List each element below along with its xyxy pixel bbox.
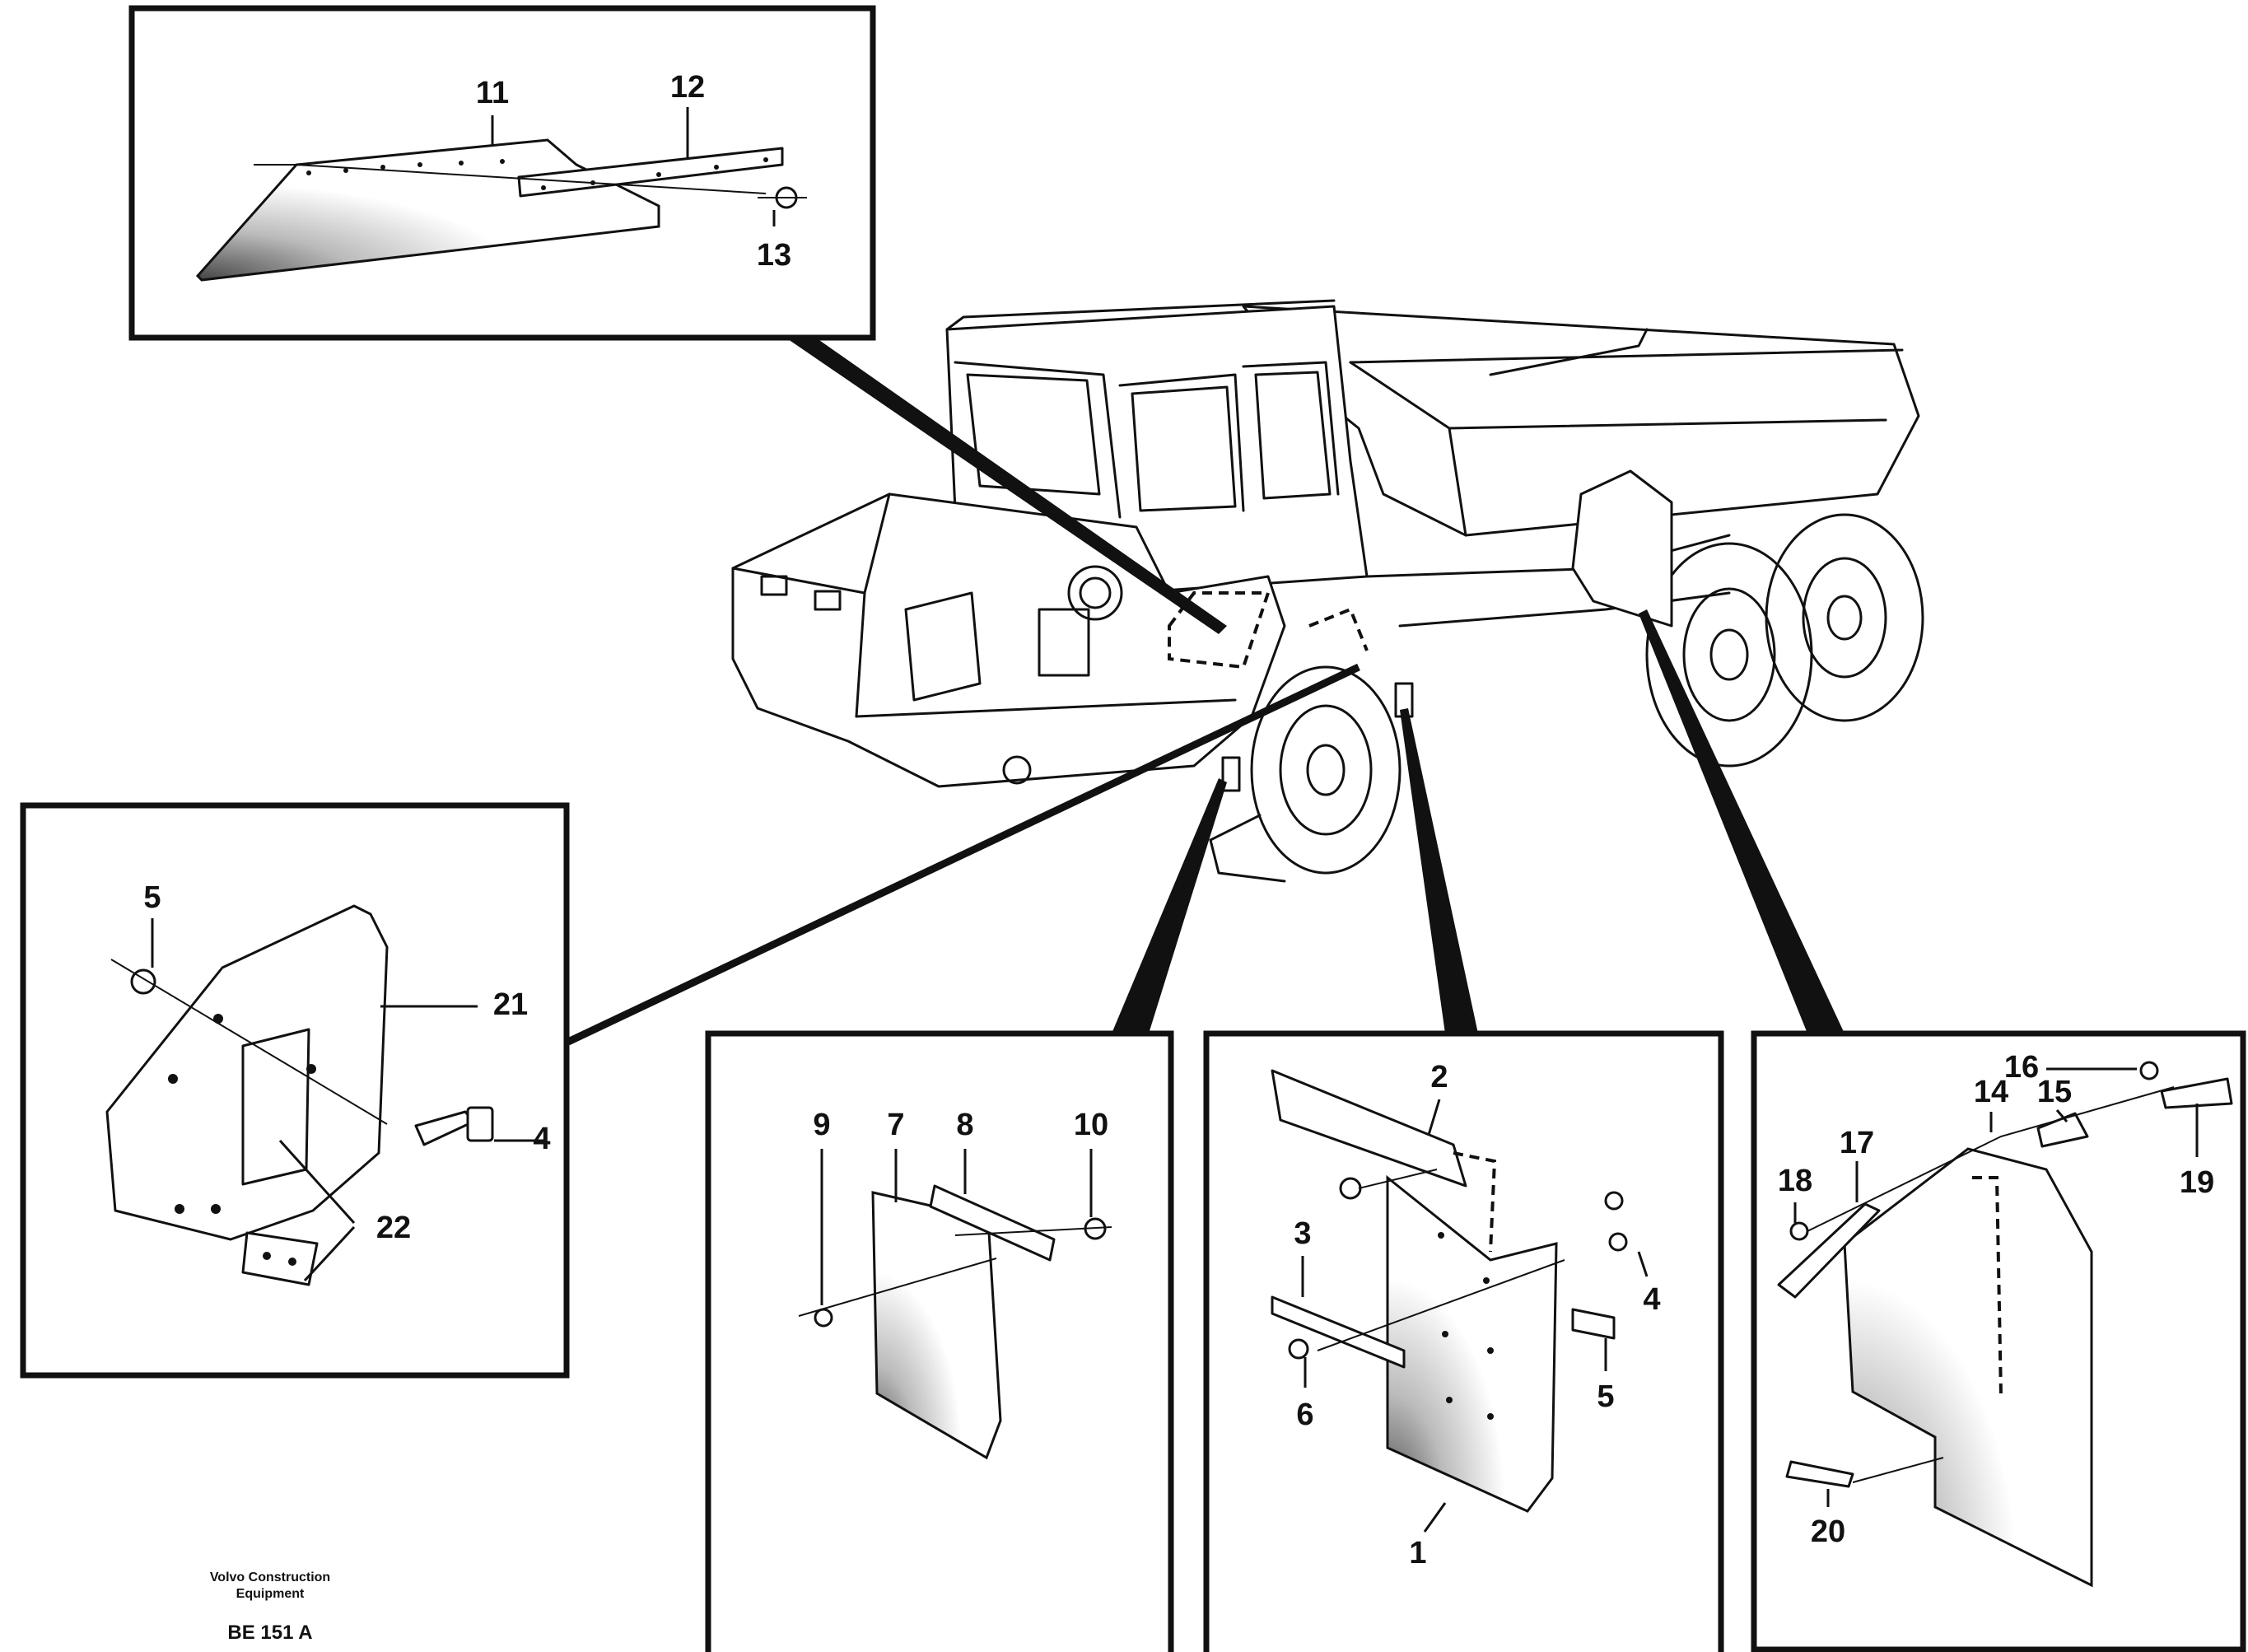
inset-left-front-guard <box>20 802 570 1379</box>
callout-16: 16 <box>2004 1050 2039 1085</box>
callout-7: 7 <box>887 1108 904 1142</box>
callout-14: 14 <box>1974 1075 2008 1109</box>
callout-22: 22 <box>376 1211 411 1245</box>
company-name-line1: Volvo Construction <box>210 1570 330 1584</box>
callout-2: 2 <box>1430 1060 1448 1094</box>
callout-21: 21 <box>493 987 528 1022</box>
callout-3: 3 <box>1294 1216 1311 1251</box>
callout-11: 11 <box>476 76 509 110</box>
callout-18: 18 <box>1778 1164 1812 1198</box>
callout-5-left: 5 <box>143 880 161 915</box>
callout-15: 15 <box>2037 1075 2072 1109</box>
inset-front-mudflap <box>705 1030 1174 1652</box>
callout-20: 20 <box>1811 1514 1845 1549</box>
callout-13: 13 <box>757 238 791 273</box>
callout-4-left: 4 <box>533 1122 550 1156</box>
callout-19: 19 <box>2180 1165 2214 1200</box>
pointer-lines <box>567 317 1845 1046</box>
inset-rear-mudflap <box>1751 1030 2246 1652</box>
callout-12: 12 <box>670 70 705 105</box>
articulated-hauler-illustration <box>731 299 1924 883</box>
callout-17: 17 <box>1840 1126 1874 1160</box>
callout-4-b: 4 <box>1643 1282 1660 1317</box>
callout-5-b: 5 <box>1597 1379 1614 1414</box>
callout-8: 8 <box>956 1108 973 1142</box>
inset-top-splash-guard <box>128 5 876 341</box>
company-name-line2: Equipment <box>236 1587 305 1601</box>
figure-id: BE 151 A <box>227 1622 312 1644</box>
callout-1: 1 <box>1409 1536 1426 1570</box>
callout-9: 9 <box>813 1108 830 1142</box>
callout-6: 6 <box>1296 1398 1313 1432</box>
inset-middle-mudflap <box>1203 1030 1724 1652</box>
callout-10: 10 <box>1074 1108 1108 1142</box>
